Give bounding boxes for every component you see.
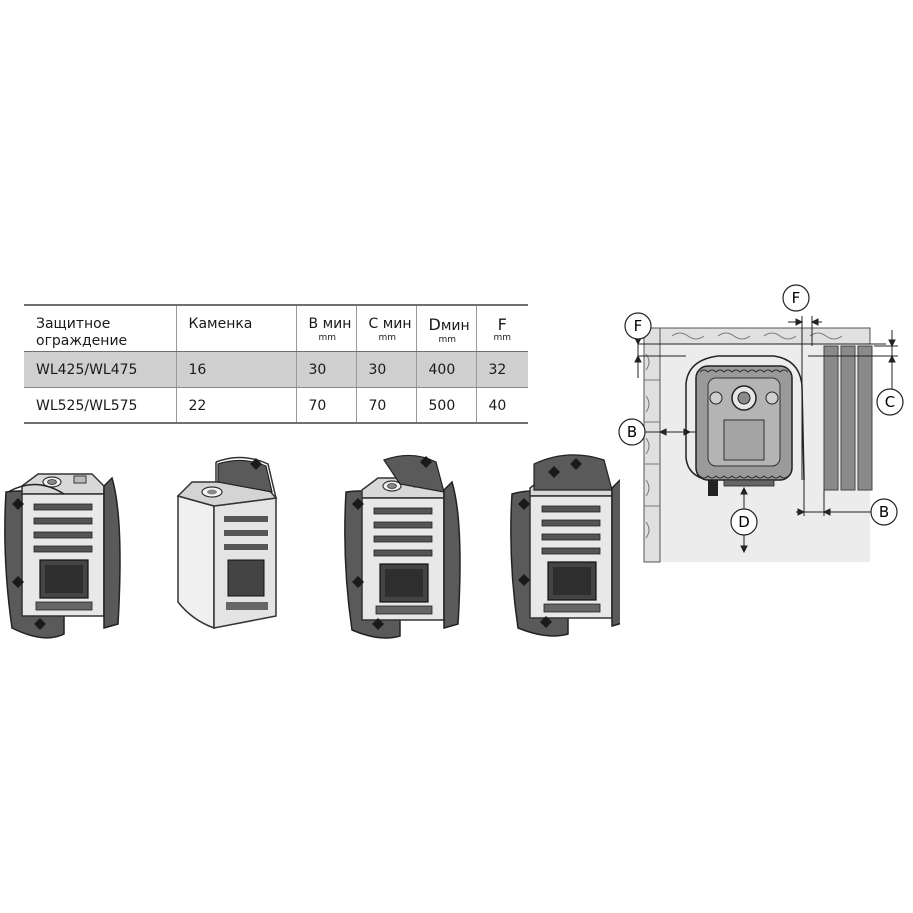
cell-c: 30 bbox=[356, 351, 417, 388]
stove-dark-guard-2 bbox=[344, 454, 461, 639]
cell-f: 32 bbox=[476, 351, 528, 388]
header-heater: Каменка bbox=[176, 304, 297, 352]
header-c-suffix: мин bbox=[382, 316, 412, 332]
dimension-labels: F F C B B D bbox=[618, 284, 904, 536]
clearance-table: Защитное ограждение Каменка B мин mm C м… bbox=[24, 304, 528, 424]
header-c-unit: mm bbox=[378, 333, 397, 343]
label-f-left: F bbox=[634, 317, 643, 335]
header-guard: Защитное ограждение bbox=[24, 304, 177, 352]
label-b-right: B bbox=[879, 503, 889, 521]
stove-top-view bbox=[695, 365, 793, 496]
table-row: WL525/WL575 22 70 70 500 40 bbox=[24, 387, 528, 424]
header-b-unit: mm bbox=[318, 333, 337, 343]
cell-guard: WL425/WL475 bbox=[24, 351, 177, 388]
header-heater-label: Каменка bbox=[188, 316, 253, 332]
header-f-unit: mm bbox=[493, 333, 512, 343]
table-row: WL425/WL475 16 30 30 400 32 bbox=[24, 351, 528, 388]
header-c: C мин mm bbox=[356, 304, 417, 352]
clearance-diagram: F F C B B D bbox=[618, 284, 904, 563]
stove-dark-guard-1 bbox=[4, 473, 121, 639]
cell-b: 70 bbox=[296, 387, 357, 424]
left-wall bbox=[643, 327, 661, 563]
label-f-top: F bbox=[792, 289, 801, 307]
stove-light bbox=[176, 456, 278, 630]
header-d-letter: D bbox=[428, 315, 441, 334]
cell-d: 500 bbox=[416, 387, 477, 424]
benches bbox=[823, 345, 873, 491]
header-f: F mm bbox=[476, 304, 528, 352]
label-d: D bbox=[738, 513, 750, 531]
header-d-suffix: мин bbox=[440, 318, 470, 334]
stove-illustrations bbox=[4, 454, 620, 639]
cell-b: 30 bbox=[296, 351, 357, 388]
top-wall bbox=[659, 327, 871, 345]
header-c-letter: C bbox=[368, 316, 379, 332]
stove-dark-guard-3 bbox=[510, 454, 620, 637]
dimension-lines bbox=[634, 316, 898, 554]
header-guard-label: Защитное ограждение bbox=[36, 316, 128, 349]
guard-outline bbox=[685, 355, 805, 481]
header-d-unit: mm bbox=[438, 335, 457, 345]
header-d: Dмин mm bbox=[416, 304, 477, 352]
header-b: B мин mm bbox=[296, 304, 357, 352]
cell-f: 40 bbox=[476, 387, 528, 424]
label-b-left: B bbox=[627, 423, 637, 441]
header-b-suffix: мин bbox=[322, 316, 352, 332]
header-f-letter: F bbox=[497, 315, 507, 334]
cell-heater: 16 bbox=[176, 351, 297, 388]
header-b-letter: B bbox=[308, 316, 319, 332]
cell-guard: WL525/WL575 bbox=[24, 387, 177, 424]
label-c: C bbox=[885, 393, 895, 411]
cell-heater: 22 bbox=[176, 387, 297, 424]
cell-d: 400 bbox=[416, 351, 477, 388]
table-header-row: Защитное ограждение Каменка B мин mm C м… bbox=[24, 304, 528, 352]
cell-c: 70 bbox=[356, 387, 417, 424]
